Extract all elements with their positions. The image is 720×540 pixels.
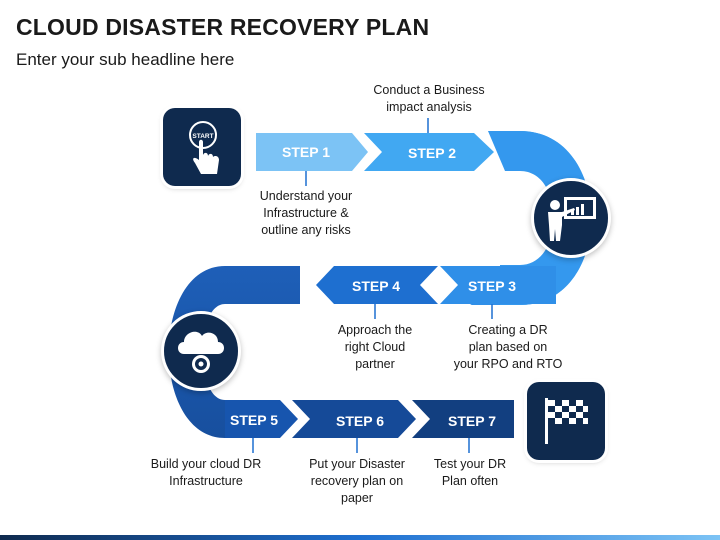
page-subtitle: Enter your sub headline here	[16, 50, 235, 69]
presenter-chart-icon	[548, 197, 596, 241]
start-icon-tile: START	[163, 108, 241, 186]
step-6-caption: Put your Disaster recovery plan on paper	[309, 457, 405, 505]
step-7-arrow	[412, 400, 514, 438]
step-1-label: STEP 1	[282, 144, 330, 160]
step-2-label: STEP 2	[408, 145, 456, 161]
step-7-caption: Test your DR Plan often	[433, 457, 507, 488]
step-3-label: STEP 3	[468, 278, 516, 294]
connector-curve-right-band	[488, 131, 592, 305]
step-1-arrow	[256, 133, 368, 171]
step-5-arrow	[225, 400, 298, 438]
step-6-label: STEP 6	[336, 413, 384, 429]
step-3-caption: Creating a DR plan based on your RPO and…	[453, 323, 563, 371]
step-4-arrow	[316, 266, 438, 304]
step-5-label: STEP 5	[230, 412, 278, 428]
checkered-flag-icon	[545, 398, 588, 444]
finish-icon-tile	[527, 382, 605, 460]
step-3-arrow	[440, 266, 556, 304]
step-4-label: STEP 4	[352, 278, 400, 294]
start-button-icon: START	[189, 121, 219, 174]
connector-curve-left	[168, 266, 300, 438]
step-6-arrow	[292, 400, 416, 438]
step-7-label: STEP 7	[448, 413, 496, 429]
step-2-caption: Conduct a Business impact analysis	[373, 83, 485, 114]
footer-color-bar	[0, 535, 720, 540]
step-1-caption: Understand your Infrastructure & outline…	[259, 189, 353, 237]
step-4-caption: Approach the right Cloud partner	[337, 323, 413, 371]
cloud-icon-tile	[161, 311, 241, 391]
start-button-text: START	[192, 133, 213, 140]
page-title: CLOUD DISASTER RECOVERY PLAN	[16, 14, 430, 40]
cloud-gear-icon	[178, 331, 224, 373]
step-5-caption: Build your cloud DR Infrastructure	[150, 457, 262, 488]
step-2-arrow	[364, 133, 494, 171]
presenter-icon-tile	[531, 178, 611, 258]
